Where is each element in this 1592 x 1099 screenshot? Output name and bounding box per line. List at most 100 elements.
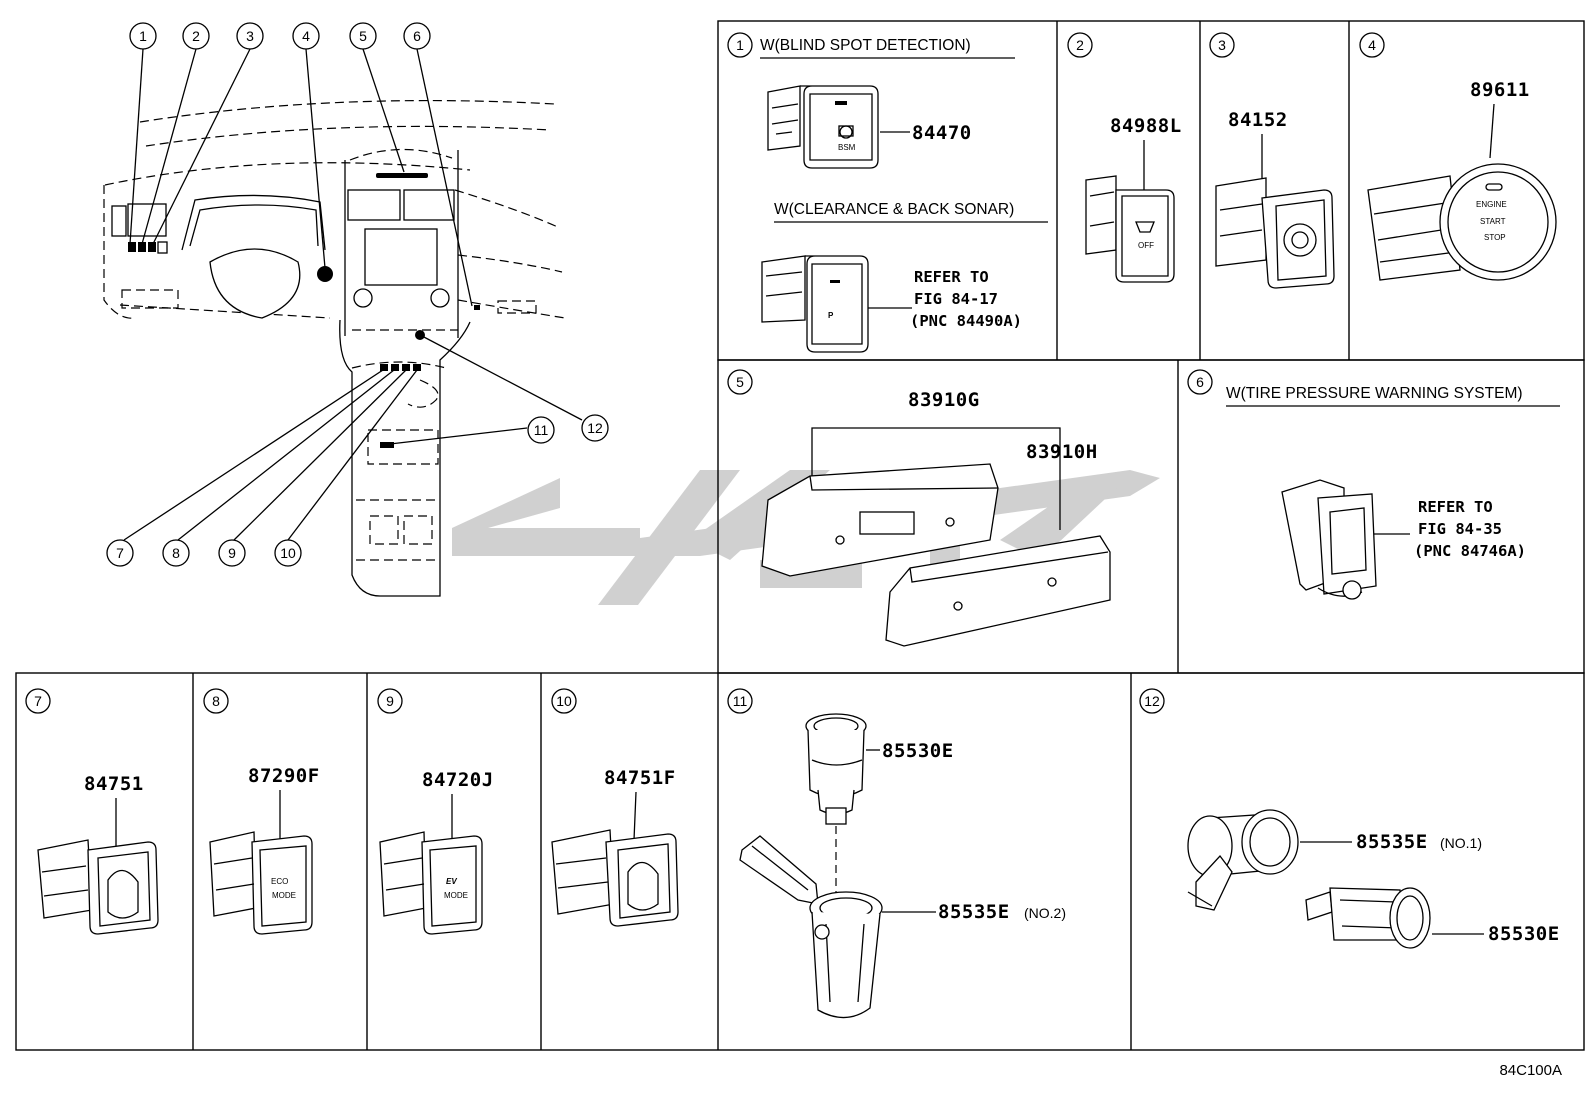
power-outlet-plug-drawing bbox=[805, 713, 867, 825]
eco-text: ECO bbox=[271, 877, 288, 886]
overview-callout-1: 1 bbox=[129, 22, 157, 50]
panel-6-number: 6 bbox=[1187, 369, 1213, 395]
svg-text:4: 4 bbox=[302, 28, 310, 44]
panel-7: 7 84751 bbox=[25, 688, 159, 935]
bsm-label: BSM bbox=[838, 143, 856, 152]
part-85530E-no1: 85530E bbox=[1488, 923, 1560, 945]
svg-text:2: 2 bbox=[1076, 37, 1084, 53]
panel-3: 3 84152 bbox=[1209, 32, 1335, 289]
svg-text:7: 7 bbox=[34, 693, 42, 709]
overview-leaders bbox=[123, 48, 583, 541]
part-84470: 84470 bbox=[912, 122, 972, 144]
svg-text:11: 11 bbox=[733, 693, 748, 709]
panel-1-number: 1 bbox=[727, 32, 753, 58]
stop-text: STOP bbox=[1484, 233, 1506, 242]
part-83910H: 83910H bbox=[1026, 441, 1098, 463]
panel-9-number: 9 bbox=[377, 688, 403, 714]
part-83910G: 83910G bbox=[908, 389, 980, 411]
overview-callout-9: 9 bbox=[218, 539, 246, 567]
panel-7-number: 7 bbox=[25, 688, 51, 714]
svg-text:5: 5 bbox=[359, 28, 367, 44]
ev-mode-text: MODE bbox=[444, 891, 468, 900]
start-stop-button-drawing: ENGINE START STOP bbox=[1367, 163, 1557, 281]
part-85535E-no2: 85535E bbox=[938, 901, 1010, 923]
qualifier-no1: (NO.1) bbox=[1440, 835, 1482, 851]
svg-text:8: 8 bbox=[212, 693, 220, 709]
svg-text:10: 10 bbox=[280, 545, 296, 561]
ev-mode-switch-drawing: EV MODE bbox=[379, 831, 483, 935]
panel-3-number: 3 bbox=[1209, 32, 1235, 58]
tpms-switch-drawing bbox=[1281, 479, 1377, 600]
panel-6-header: W(TIRE PRESSURE WARNING SYSTEM) bbox=[1226, 385, 1523, 402]
overview-callout-4: 4 bbox=[292, 22, 320, 50]
part-84751: 84751 bbox=[84, 773, 144, 795]
switch-panel-lower-drawing bbox=[885, 535, 1111, 647]
sonar-switch-drawing: P bbox=[761, 255, 869, 353]
svg-text:6: 6 bbox=[1196, 374, 1204, 390]
panel-9: 9 84720J EV MODE bbox=[377, 688, 494, 935]
dimmer-switch-drawing bbox=[37, 839, 159, 935]
ev-text: EV bbox=[446, 877, 457, 886]
svg-text:1: 1 bbox=[139, 28, 147, 44]
qualifier-no2: (NO.2) bbox=[1024, 905, 1066, 921]
panel-4-number: 4 bbox=[1359, 32, 1385, 58]
overview-callout-11: 11 bbox=[527, 416, 555, 444]
outlet-plug-no1-drawing bbox=[1305, 887, 1431, 949]
svg-text:8: 8 bbox=[172, 545, 180, 561]
panel-12: 12 85535E (NO.1) 85530E bbox=[1139, 688, 1560, 949]
p6-refer-line-3: (PNC 84746A) bbox=[1414, 542, 1526, 560]
panel-5: 5 83910G 83910H bbox=[727, 369, 1111, 647]
vsc-off-label: OFF bbox=[1138, 241, 1154, 250]
part-85535E-no1: 85535E bbox=[1356, 831, 1428, 853]
dashboard-overview bbox=[103, 99, 566, 597]
panel-11-number: 11 bbox=[727, 688, 753, 714]
panel-1-header: W(BLIND SPOT DETECTION) bbox=[760, 37, 971, 54]
panel-1: 1 W(BLIND SPOT DETECTION) BSM 84470 W(CL… bbox=[727, 32, 1048, 353]
start-text: START bbox=[1480, 217, 1506, 226]
part-84720J: 84720J bbox=[422, 769, 494, 791]
panel-6: 6 W(TIRE PRESSURE WARNING SYSTEM) REFER … bbox=[1187, 369, 1560, 600]
part-84751F: 84751F bbox=[604, 767, 676, 789]
panel-8-number: 8 bbox=[203, 688, 229, 714]
svg-text:2: 2 bbox=[192, 28, 200, 44]
svg-text:12: 12 bbox=[1144, 693, 1160, 709]
overview-callout-10: 10 bbox=[274, 539, 302, 567]
panel-1-subheader: W(CLEARANCE & BACK SONAR) bbox=[774, 201, 1014, 218]
overview-callout-7: 7 bbox=[106, 539, 134, 567]
svg-text:7: 7 bbox=[116, 545, 124, 561]
part-84988L: 84988L bbox=[1110, 115, 1182, 137]
svg-text:3: 3 bbox=[1218, 37, 1226, 53]
figure-code: 84C100A bbox=[1499, 1062, 1562, 1079]
svg-text:11: 11 bbox=[534, 422, 549, 438]
svg-text:10: 10 bbox=[556, 693, 572, 709]
panel-5-number: 5 bbox=[727, 369, 753, 395]
svg-text:1: 1 bbox=[736, 37, 744, 53]
panel-12-number: 12 bbox=[1139, 688, 1165, 714]
panel-10-number: 10 bbox=[551, 688, 577, 714]
panel-10: 10 84751F bbox=[551, 688, 679, 927]
overview-callout-12: 12 bbox=[581, 414, 609, 442]
svg-text:5: 5 bbox=[736, 374, 744, 390]
svg-text:9: 9 bbox=[386, 693, 394, 709]
dimmer-switch-f-drawing bbox=[551, 829, 679, 927]
p1-refer-line-1: REFER TO bbox=[914, 268, 989, 286]
svg-text:P: P bbox=[828, 311, 834, 320]
engine-text: ENGINE bbox=[1476, 200, 1507, 209]
svg-text:6: 6 bbox=[413, 28, 421, 44]
panel-2: 2 84988L OFF bbox=[1067, 32, 1182, 283]
mirror-switch-drawing bbox=[1215, 177, 1335, 289]
overview-callout-2: 2 bbox=[182, 22, 210, 50]
outlet-socket-no1-drawing bbox=[1187, 809, 1299, 911]
part-89611: 89611 bbox=[1470, 79, 1530, 101]
eco-mode-text: MODE bbox=[272, 891, 296, 900]
panel-8: 8 87290F ECO MODE bbox=[203, 688, 319, 935]
svg-text:12: 12 bbox=[587, 420, 603, 436]
vsc-off-switch-drawing: OFF bbox=[1085, 175, 1175, 283]
panel-grid bbox=[15, 20, 1585, 1051]
overview-callout-5: 5 bbox=[349, 22, 377, 50]
panel-4: 4 89611 ENGINE START STOP bbox=[1359, 32, 1557, 281]
panel-2-number: 2 bbox=[1067, 32, 1093, 58]
overview-callout-6: 6 bbox=[403, 22, 431, 50]
p1-refer-line-3: (PNC 84490A) bbox=[910, 312, 1022, 330]
svg-text:3: 3 bbox=[246, 28, 254, 44]
